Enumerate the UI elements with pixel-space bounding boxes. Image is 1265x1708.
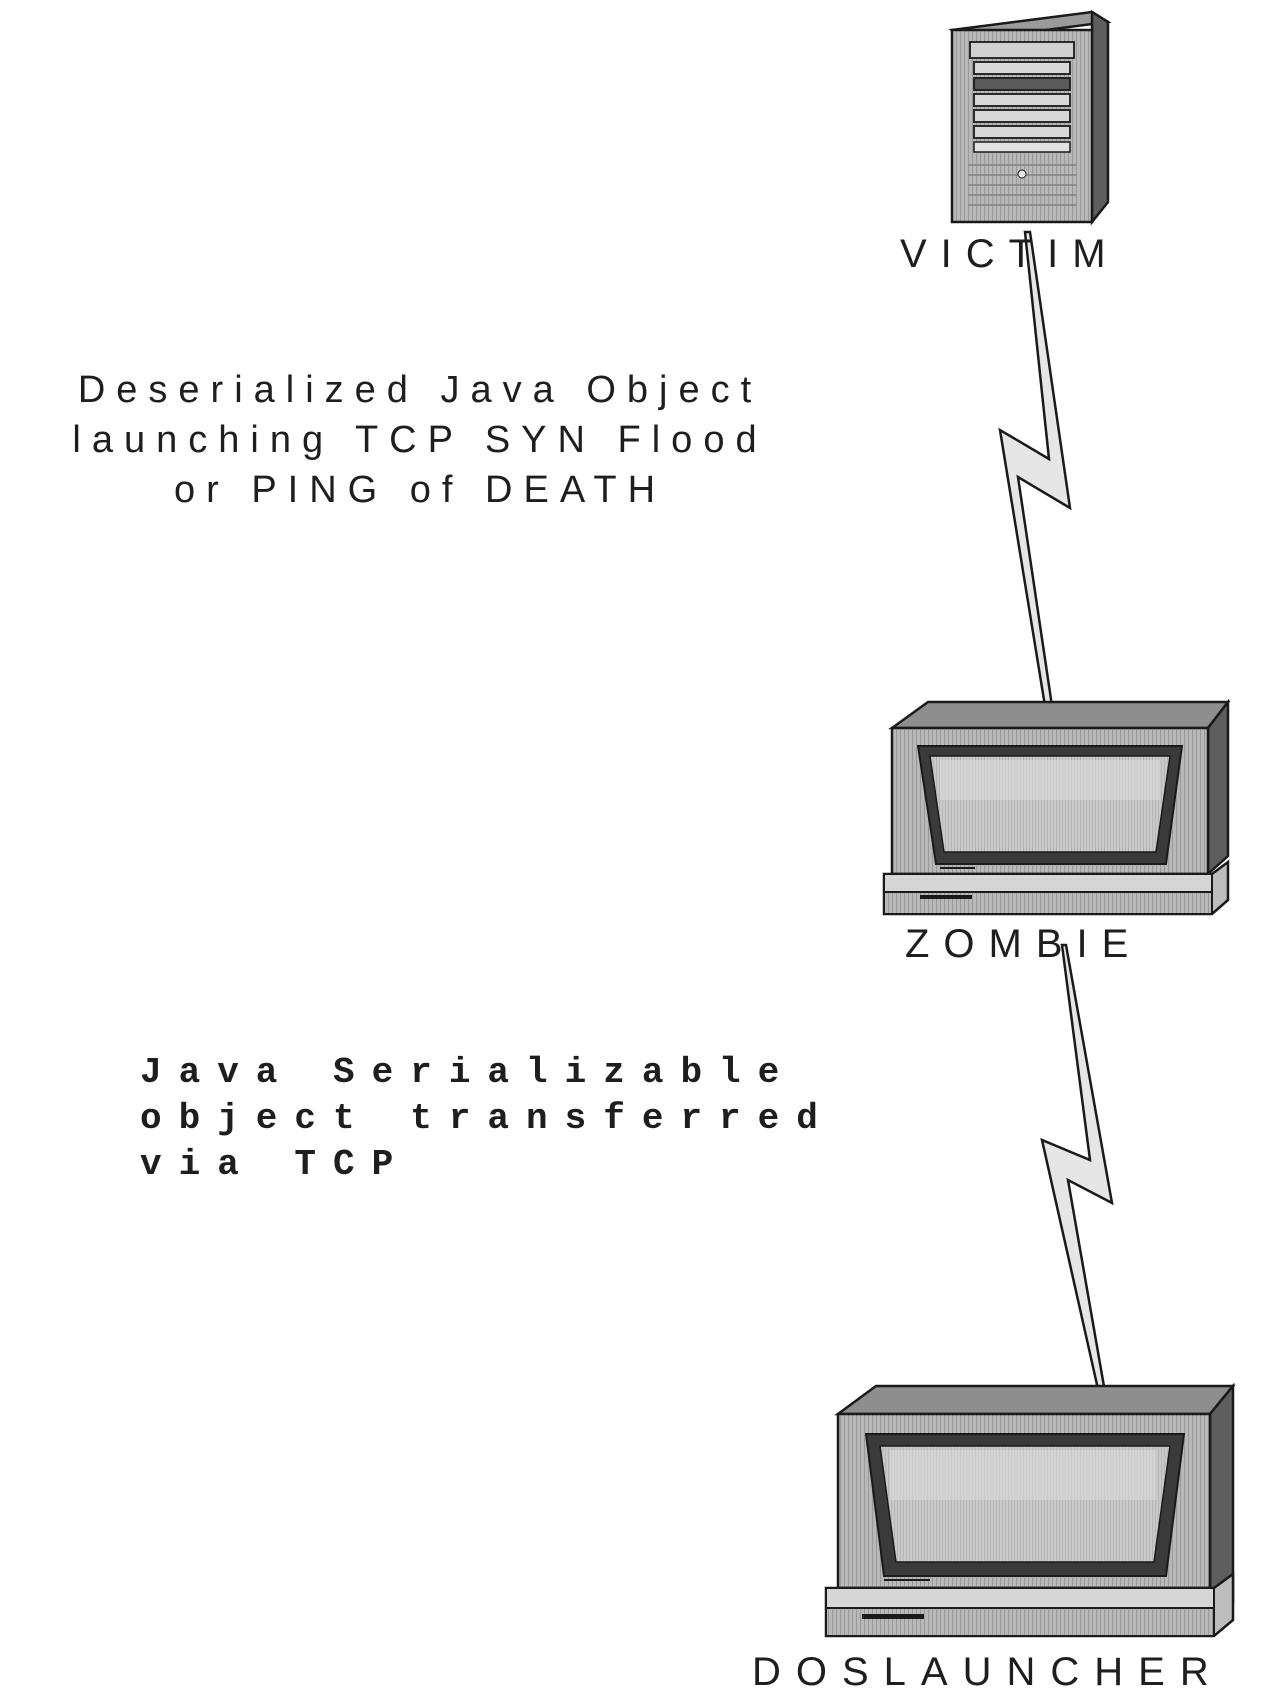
attack-caption: Deserialized Java Object launching TCP S… (20, 365, 820, 515)
attack-caption-line: Deserialized Java Object (20, 365, 820, 415)
attack-caption-line: launching TCP SYN Flood (20, 415, 820, 465)
zombie-computer-icon (884, 702, 1228, 914)
victim-label: VICTIM (900, 232, 1120, 277)
transfer-caption-line: Java Serializable (140, 1050, 835, 1096)
attack-caption-line: or PING of DEATH (20, 465, 820, 515)
zombie-label: ZOMBIE (905, 922, 1142, 967)
transfer-caption-line: object transferred (140, 1096, 835, 1142)
transfer-caption: Java Serializable object transferred via… (140, 1050, 835, 1188)
doslauncher-label: DOSLAUNCHER (752, 1650, 1224, 1695)
link-launcher-zombie (1042, 945, 1112, 1398)
transfer-caption-line: via TCP (140, 1142, 835, 1188)
server-tower-icon (952, 12, 1108, 222)
launcher-computer-icon (826, 1386, 1233, 1636)
link-zombie-victim (958, 228, 1070, 706)
